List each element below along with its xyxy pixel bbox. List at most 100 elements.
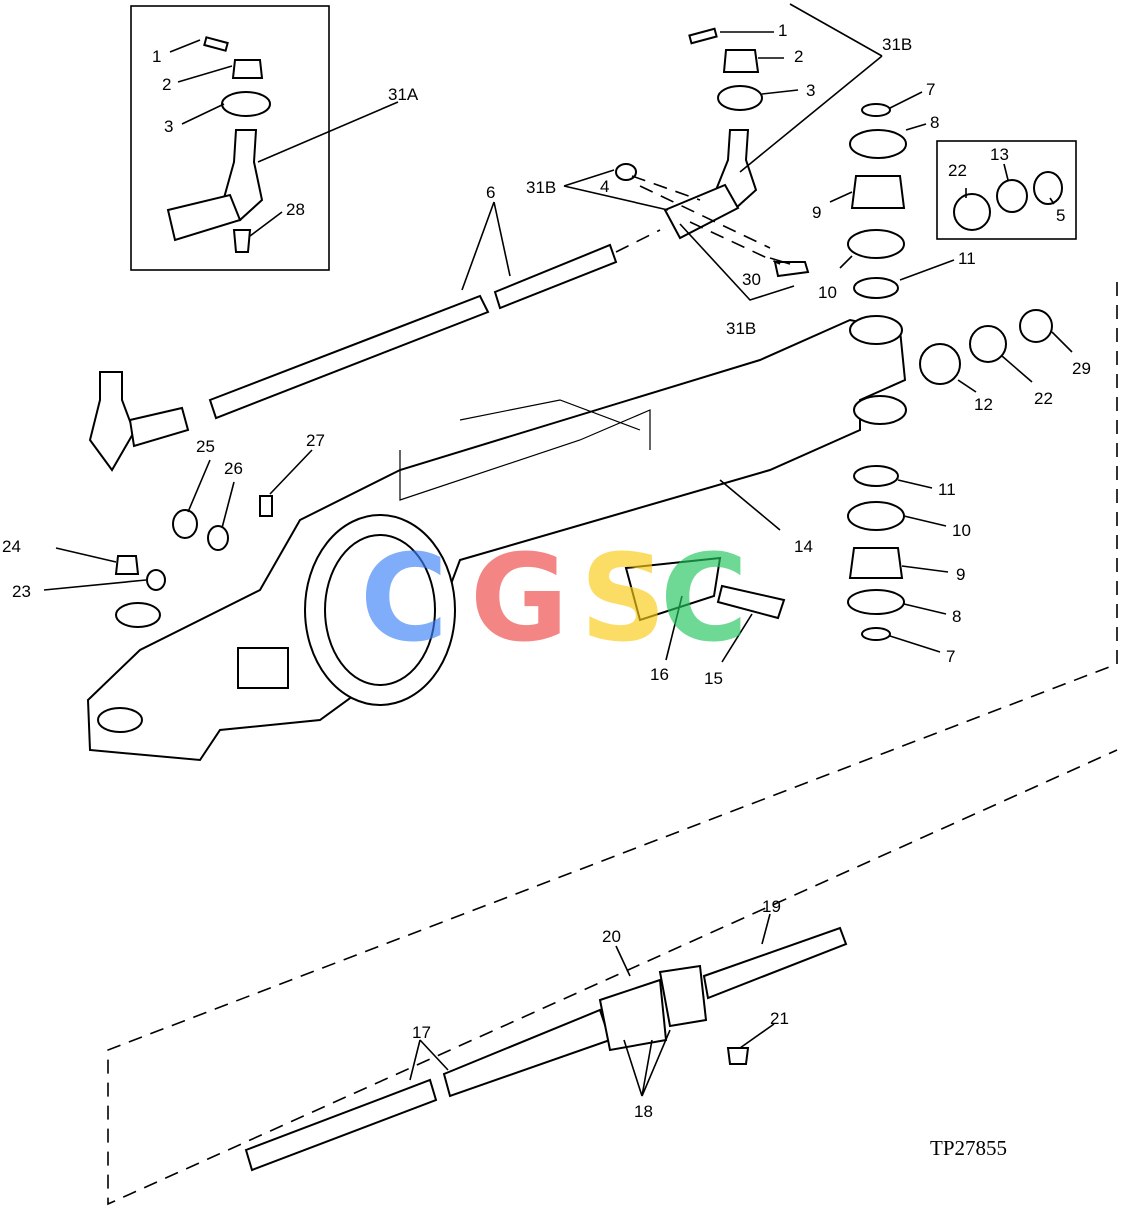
callout-8-bot: 8 [952,607,961,626]
tie-rod-right [493,243,618,310]
callout-8-top: 8 [930,113,939,132]
ball-stud-31a [222,129,264,222]
washer-3b [717,85,763,111]
callout-7-top: 7 [926,80,935,99]
right-pivot-top [849,315,903,345]
watermark-letter-1: C [360,530,448,669]
nut-4 [615,163,637,181]
cotter-pin-1a [203,36,229,52]
center-opening [324,534,436,686]
watermark-letter-4: C [660,530,748,669]
kingpin-bushings [919,309,1053,385]
callout-9-bot: 9 [956,565,965,584]
callout-24: 24 [2,537,21,556]
shaft-19 [702,926,848,1000]
tie-rod-6 [208,229,661,420]
callout-31b-bottom: 31B [726,319,756,338]
snap-ring-7-bot [861,627,891,641]
callout-18: 18 [634,1102,653,1121]
washer-26 [207,525,229,551]
plug-27 [259,495,273,517]
shaft-17-left [244,1078,438,1172]
callout-10-top: 10 [818,283,837,302]
housing-ribs [399,399,651,501]
callout-28: 28 [286,200,305,219]
bushing-25 [172,509,198,539]
bracket-16 [624,556,722,622]
inset-box-seals [936,140,1077,240]
tie-rod-path [615,229,661,253]
cotter-pin-1b [688,27,718,45]
inset-seals [953,171,1063,231]
callout-1a: 1 [152,47,161,66]
tie-rod-left [208,294,490,420]
callout-3a: 3 [164,117,173,136]
bushing-12 [919,343,961,385]
bearing-cup-8-top [849,129,907,159]
assembly-path [631,175,781,265]
seal-22-box [953,193,991,231]
castle-nut-2a [231,59,264,79]
bushing-11-top [853,277,899,299]
bearing-cup-8-bot [847,589,905,615]
castle-nut-2b [722,49,760,73]
inset-box-31a [130,5,330,271]
left-rod-end [128,406,190,448]
left-pivot-top [115,602,161,628]
callout-12: 12 [974,395,993,414]
callout-11-top: 11 [958,249,976,268]
bushing-11-bot [853,465,899,487]
callout-22: 22 [1034,389,1053,408]
callout-31b-top: 31B [882,35,912,54]
drive-shaft-assembly [244,926,848,1172]
seal-10-top [847,229,905,259]
ring-5 [1033,171,1063,205]
tie-rod-end-31a [166,193,242,242]
callout-2a: 2 [162,75,171,94]
tie-rod-end-body-31b [663,183,740,240]
callout-25: 25 [196,437,215,456]
u-joint-yoke-20 [598,978,668,1052]
callout-20: 20 [602,927,621,946]
snap-ring-7-top [861,103,891,117]
callout-16: 16 [650,665,669,684]
bolt-30 [773,261,810,278]
washer-23 [146,569,166,591]
tie-rod-end-31b [615,27,810,278]
nut-24 [114,555,140,575]
callout-21: 21 [770,1009,789,1028]
callout-7-bot: 7 [946,647,955,666]
bushing-29 [1019,309,1053,343]
callout-3b: 3 [806,81,815,100]
callout-17: 17 [412,1023,431,1042]
shaft-17-right [442,1008,612,1098]
left-small-parts [114,495,273,591]
callout-30: 30 [742,270,761,289]
leader-lines [43,3,1073,1097]
callout-13: 13 [990,145,1009,164]
left-ball-stud [88,371,136,472]
callout-2b: 2 [794,47,803,66]
bolt-15 [716,584,786,620]
figure-reference: TP27855 [930,1136,1007,1160]
callout-9-top: 9 [812,203,821,222]
callout-31b-left: 31B [526,178,556,197]
ring-13 [996,179,1028,213]
callout-14: 14 [794,537,813,556]
callout-27: 27 [306,431,325,450]
spindle-stack-bottom [847,465,905,641]
callout-23: 23 [12,582,31,601]
cone-9-bot [848,547,904,579]
callout-29: 29 [1072,359,1091,378]
watermark-letter-3: S [580,530,666,669]
drive-shaft-boundary [107,282,1118,1206]
callout-15: 15 [704,669,723,688]
u-joint-cross-18 [658,964,708,1028]
seal-10-bot [847,501,905,531]
callout-5: 5 [1056,206,1065,225]
seal-22 [969,325,1007,363]
right-pivot-bottom [853,395,907,425]
callout-26: 26 [224,459,243,478]
callout-1b: 1 [778,21,787,40]
